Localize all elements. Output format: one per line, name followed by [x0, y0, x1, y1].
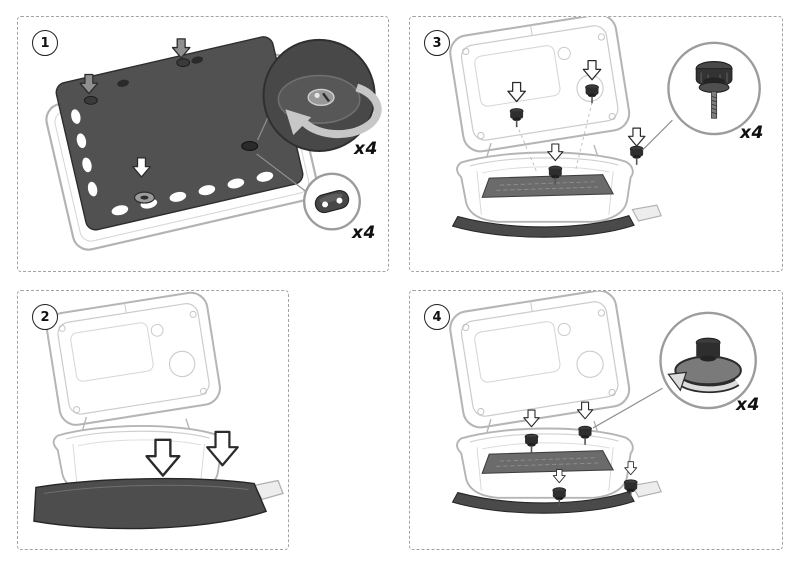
grommet-part: [176, 58, 191, 68]
grommet-plate: [133, 191, 155, 204]
knob-rotation-detail-callout: [659, 311, 757, 410]
open-case-illustration: [43, 291, 225, 494]
quantity-label: x4: [354, 139, 378, 159]
callout-leader-line: [256, 153, 307, 193]
floor-mat: [33, 477, 284, 530]
mat-installation-illustration: [45, 36, 382, 251]
callout-leader-line: [257, 115, 270, 141]
rotate-arrow-head: [285, 109, 312, 136]
knob-tightening-illustration: [446, 291, 757, 514]
case-mat-insert-illustration: [33, 291, 284, 530]
step-4-panel: 4: [409, 290, 783, 550]
alignment-line: [574, 102, 593, 172]
step-number-badge: 2: [32, 304, 58, 330]
rotate-arrow-icon: [678, 379, 739, 392]
grommet-part: [83, 95, 98, 105]
knob-installation-illustration: [446, 17, 761, 238]
grommet-detail-callout: [303, 172, 361, 231]
step-number-badge: 1: [32, 30, 58, 56]
quantity-label: x4: [736, 395, 760, 415]
rotate-arrow-icon: [300, 83, 382, 139]
quantity-label: x4: [740, 123, 764, 143]
fastener-slot: [241, 141, 259, 151]
callout-leader-line: [642, 119, 673, 151]
knob-part: [695, 61, 733, 119]
open-case-illustration: [446, 17, 662, 238]
push-arrow-icon: [627, 127, 646, 147]
step-2-panel: 2: [17, 290, 289, 550]
quantity-label: x4: [352, 223, 376, 243]
step-number-badge: 3: [424, 30, 450, 56]
knob-detail-callout: [667, 41, 761, 136]
step-number-badge: 4: [424, 304, 450, 330]
rotate-arrow-head: [667, 371, 688, 392]
tray-and-mat: [45, 36, 319, 251]
fastener-rotation-detail-callout: [262, 38, 382, 152]
step-3-panel: 3: [409, 16, 783, 272]
step-1-panel: 1: [17, 16, 389, 272]
knob-icon: [629, 145, 644, 166]
callout-leader-line: [592, 387, 663, 429]
